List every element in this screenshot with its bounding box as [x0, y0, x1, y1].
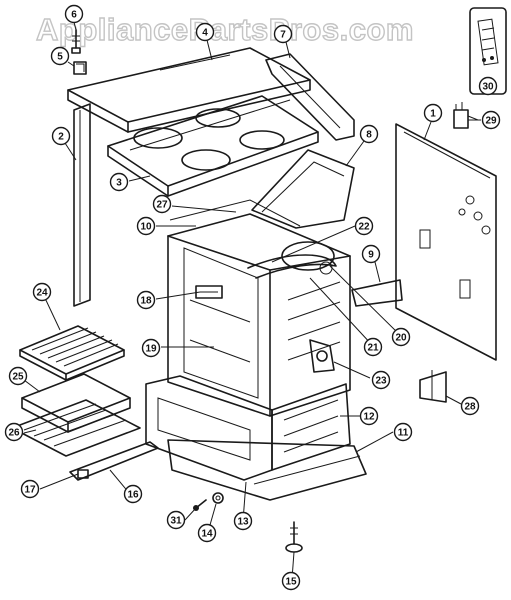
svg-text:6: 6 [71, 10, 77, 21]
svg-text:18: 18 [140, 296, 152, 307]
svg-text:1: 1 [430, 109, 436, 120]
svg-text:19: 19 [145, 344, 157, 355]
svg-text:20: 20 [395, 333, 407, 344]
callout-23: 23 [371, 370, 391, 390]
part-11-base-pan [167, 439, 367, 501]
callout-20: 20 [391, 327, 411, 347]
part-14-washer [212, 492, 224, 504]
svg-text:11: 11 [398, 428, 409, 439]
leader-lines [23, 21, 481, 580]
callout-25: 25 [8, 366, 28, 386]
callout-9: 9 [361, 244, 381, 264]
part-26-oven-rack [11, 399, 141, 457]
callout-27: 27 [152, 194, 172, 214]
callout-8: 8 [359, 124, 379, 144]
svg-text:28: 28 [464, 402, 476, 413]
callout-10: 10 [136, 216, 156, 236]
watermark-text: AppliancePartsPros.com [36, 12, 414, 47]
svg-text:27: 27 [156, 200, 168, 211]
callout-29: 29 [481, 110, 501, 130]
callout-13: 13 [233, 511, 253, 531]
part-13-drawer-front [145, 375, 273, 481]
callout-7: 7 [273, 24, 293, 44]
part-2-side-panel [73, 103, 91, 307]
svg-text:13: 13 [237, 517, 249, 528]
svg-text:24: 24 [36, 288, 48, 299]
svg-text:17: 17 [24, 485, 36, 496]
svg-text:22: 22 [358, 222, 370, 233]
svg-text:3: 3 [116, 178, 122, 189]
callout-21: 21 [363, 337, 383, 357]
callout-16: 16 [123, 484, 143, 504]
callout-24: 24 [32, 282, 52, 302]
callout-22: 22 [354, 216, 374, 236]
part-12-drawer-side [271, 383, 351, 471]
part-24-broiler-grid [19, 325, 125, 381]
svg-text:2: 2 [58, 132, 64, 143]
svg-text:10: 10 [140, 222, 152, 233]
callout-11: 11 [393, 422, 413, 442]
callout-28: 28 [460, 396, 480, 416]
part-6-screw [71, 29, 81, 54]
part-3-burner-box [107, 95, 319, 197]
svg-text:23: 23 [375, 376, 387, 387]
callout-3: 3 [109, 172, 129, 192]
callout-2: 2 [51, 126, 71, 146]
callout-31: 31 [166, 510, 186, 530]
callout-17: 17 [20, 479, 40, 499]
callout-6: 6 [64, 4, 84, 24]
part-5-clip [73, 61, 87, 75]
part-15-leveling-leg [285, 521, 303, 553]
callout-30: 30 [478, 76, 498, 96]
part-18-bracket [195, 285, 223, 299]
svg-text:15: 15 [285, 577, 297, 588]
part-4-top-frame [67, 47, 311, 133]
svg-text:21: 21 [367, 343, 379, 354]
callout-15: 15 [281, 571, 301, 591]
svg-text:5: 5 [57, 52, 63, 63]
svg-text:26: 26 [8, 428, 20, 439]
part-9-plate [351, 279, 403, 307]
callout-18: 18 [136, 290, 156, 310]
part-7-side-rail [265, 53, 355, 141]
svg-text:12: 12 [363, 412, 375, 423]
svg-text:4: 4 [202, 28, 208, 39]
callout-4: 4 [195, 22, 215, 42]
svg-text:31: 31 [170, 516, 182, 527]
oven-cavity [167, 213, 351, 417]
callout-5: 5 [50, 46, 70, 66]
part-8-top-panel [251, 149, 355, 229]
svg-text:16: 16 [127, 490, 139, 501]
part-1-back-panel [395, 123, 497, 361]
callout-1: 1 [423, 103, 443, 123]
part-27-insulation [169, 199, 301, 227]
svg-text:9: 9 [368, 250, 374, 261]
svg-text:30: 30 [482, 82, 494, 93]
callout-12: 12 [359, 406, 379, 426]
part-29-terminal-block [453, 102, 479, 129]
part-28-bracket [419, 370, 447, 403]
svg-text:25: 25 [12, 372, 24, 383]
part-23-valve [309, 339, 335, 373]
svg-text:14: 14 [201, 529, 213, 540]
callout-19: 19 [141, 338, 161, 358]
svg-text:29: 29 [485, 116, 497, 127]
svg-text:7: 7 [280, 30, 286, 41]
callout-26: 26 [4, 422, 24, 442]
callout-14: 14 [197, 523, 217, 543]
svg-text:8: 8 [366, 130, 372, 141]
